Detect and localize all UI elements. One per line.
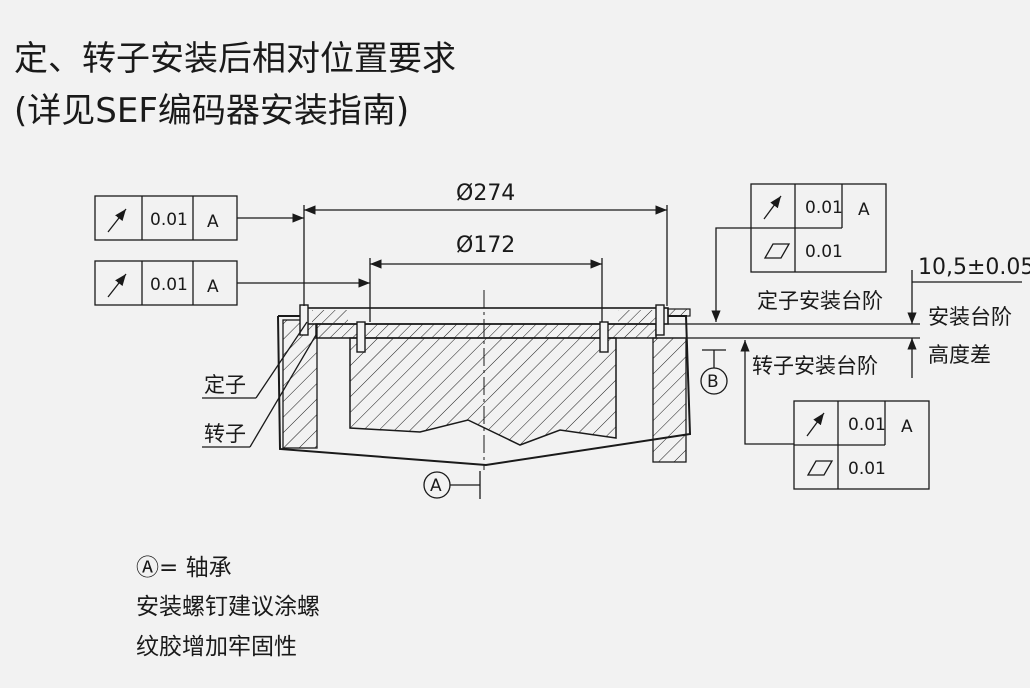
tolerance-frame-inner: 0.01 A — [94, 260, 370, 306]
datum-b: B — [700, 349, 728, 395]
left-housing-wall — [282, 319, 318, 449]
rotor-screw-left — [356, 321, 366, 353]
stator-step-label: 定子安装台阶 — [757, 289, 883, 313]
dimension-outer: Ø274 — [303, 181, 668, 306]
tolerance-frame-stator: 0.01 A 0.01 — [711, 183, 887, 322]
flatness-icon — [763, 243, 791, 259]
note-line-2: 安装螺钉建议涂螺 — [136, 594, 320, 620]
rotor-label: 转子 — [204, 422, 246, 446]
cable — [667, 308, 691, 317]
shaft-body — [349, 337, 617, 446]
runout-value: 0.01 — [150, 275, 188, 295]
datum-a-ref: A — [207, 212, 219, 232]
rotor-step-label: 转子安装台阶 — [752, 354, 878, 378]
step-diff-label-1: 安装台阶 — [928, 305, 1012, 329]
cross-section — [277, 290, 692, 470]
dimension-inner: Ø172 — [369, 233, 603, 322]
part-leaders: 定子 转子 — [202, 321, 317, 448]
runout-icon — [107, 273, 127, 298]
datum-a-ref: A — [901, 417, 913, 437]
inner-diameter-label: Ø172 — [456, 233, 515, 258]
runout-icon — [806, 412, 825, 437]
title-line-1: 定、转子安装后相对位置要求 — [14, 39, 456, 79]
datum-a-symbol: A — [430, 476, 442, 496]
note-line-1: Ⓐ= 轴承 — [136, 555, 232, 581]
runout-icon — [107, 208, 127, 233]
outer-diameter-label: Ø274 — [456, 181, 515, 206]
flatness-value: 0.01 — [805, 242, 843, 262]
title-line-2: (详见SEF编码器安装指南) — [14, 91, 409, 131]
datum-b-symbol: B — [707, 372, 719, 392]
runout-value: 0.01 — [848, 415, 886, 435]
step-extension-lines: 10,5±0.05 — [656, 255, 1030, 378]
step-diff-label-2: 高度差 — [928, 343, 991, 367]
right-housing-wall — [652, 337, 687, 463]
runout-icon — [763, 195, 782, 220]
tolerance-frame-rotor: 0.01 A 0.01 — [740, 340, 930, 490]
flatness-icon — [806, 460, 834, 476]
stator-label: 定子 — [204, 373, 246, 397]
note-line-3: 纹胶增加牢固性 — [136, 634, 297, 660]
tolerance-frame-outer: 0.01 A — [94, 195, 304, 241]
datum-a: A — [423, 471, 481, 499]
stator-screw-right — [655, 304, 665, 336]
datum-a-ref: A — [207, 277, 219, 297]
step-height-dimension: 10,5±0.05 — [918, 255, 1030, 280]
flatness-value: 0.01 — [848, 459, 886, 479]
rotor-screw-right — [599, 321, 609, 353]
datum-a-ref: A — [858, 200, 870, 220]
runout-value: 0.01 — [150, 210, 188, 230]
runout-value: 0.01 — [805, 198, 843, 218]
